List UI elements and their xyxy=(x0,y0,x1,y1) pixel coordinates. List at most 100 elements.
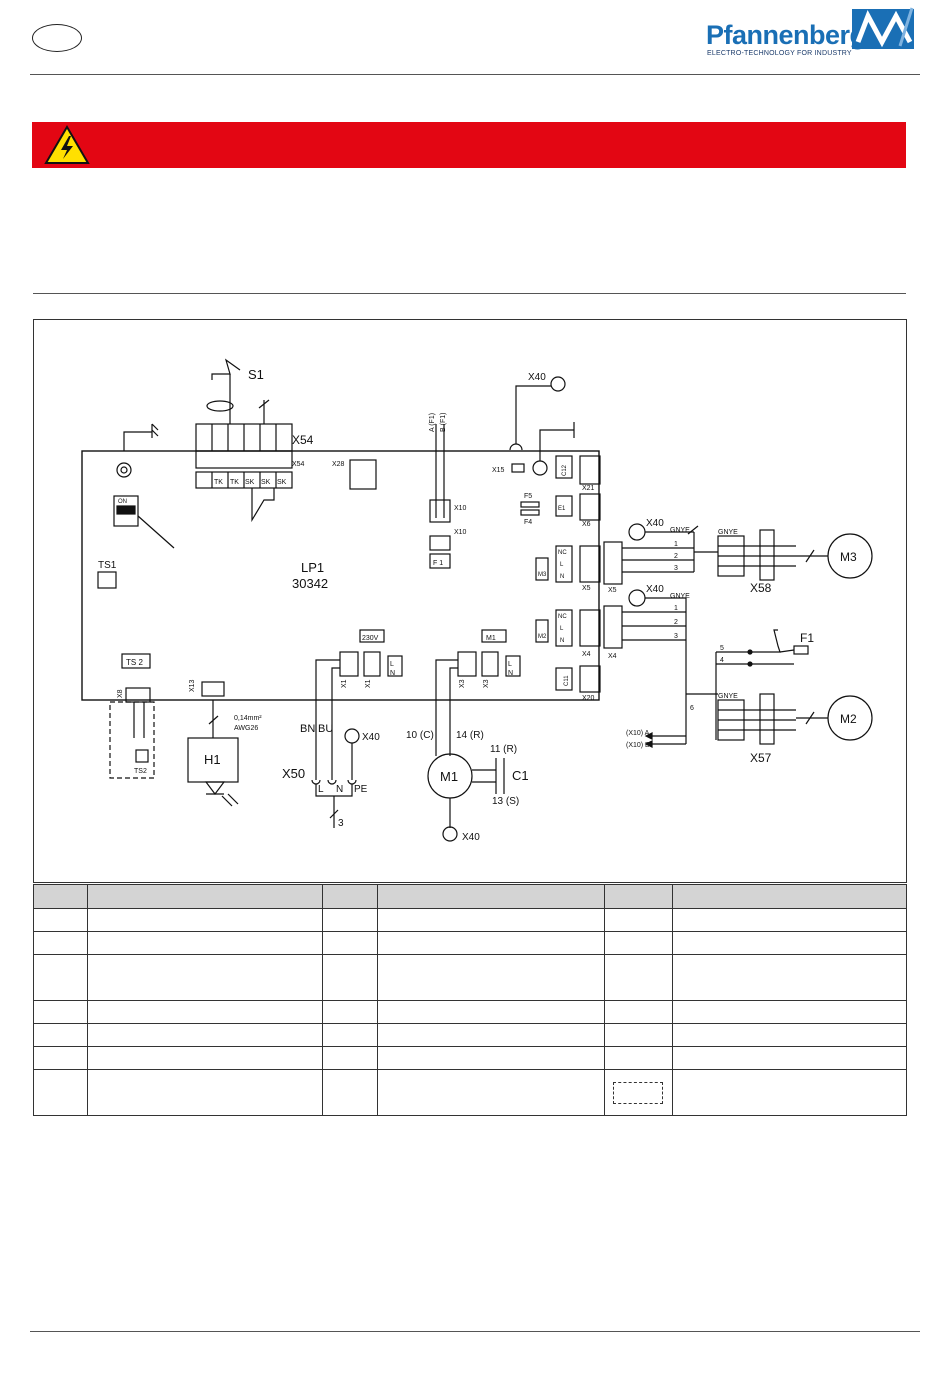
m1-box-label: M1 xyxy=(486,635,496,642)
f4-label: F4 xyxy=(524,519,532,526)
brand-tagline: ELECTRO-TECHNOLOGY FOR INDUSTRY xyxy=(707,50,852,57)
s1-label: S1 xyxy=(248,367,264,382)
tk-label-2: TK xyxy=(230,479,239,486)
table-row xyxy=(33,1069,907,1116)
x20-connector xyxy=(579,665,601,693)
x21-label: X21 xyxy=(582,485,595,492)
gnye-label-c: GNYE xyxy=(670,593,690,600)
x50-n-label: N xyxy=(336,784,343,795)
x5-l-label: L xyxy=(560,562,564,568)
gnye-label-a: GNYE xyxy=(670,527,690,534)
svg-text:2: 2 xyxy=(674,619,678,626)
legend-header-row xyxy=(33,884,907,909)
x40-label-mains: X40 xyxy=(362,732,380,743)
ts2-box xyxy=(121,653,151,669)
wiring-diagram: LP1 30342 S1 X54 X54 TK TK SK SK SK ON X… xyxy=(33,319,907,883)
brand-name: Pfannenberg xyxy=(706,20,866,50)
x40-label-top: X40 xyxy=(528,372,546,383)
x28-label: X28 xyxy=(332,461,345,468)
x50-l-label: L xyxy=(318,784,324,795)
sk-label-3: SK xyxy=(277,479,287,486)
x54-small-label: X54 xyxy=(292,461,305,468)
x3-n-label: N xyxy=(508,670,513,677)
x4-l-label: L xyxy=(560,626,564,632)
x57-label: X57 xyxy=(750,751,772,765)
f1-box-label: F 1 xyxy=(433,560,443,567)
m1-label: M1 xyxy=(440,769,458,784)
ts2-dashed-area xyxy=(109,701,155,779)
x21-connector xyxy=(579,455,601,485)
s1-switch xyxy=(206,358,241,424)
wiring-diagram-svg: LP1 30342 S1 X54 X54 TK TK SK SK SK ON X… xyxy=(81,358,873,843)
ts2-sensor xyxy=(135,749,149,763)
x5-connector-b xyxy=(603,541,623,585)
awg-label-a: 0,14mm² xyxy=(234,715,262,722)
x20-label: X20 xyxy=(582,695,595,702)
x3-label-a: X3 xyxy=(459,679,466,688)
x5-relay xyxy=(555,545,573,583)
dip-on-label: ON xyxy=(118,499,127,505)
logo-mark-icon xyxy=(852,7,914,49)
ts1-sensor xyxy=(97,571,117,589)
c11-box xyxy=(555,667,573,691)
230v-box xyxy=(359,629,385,643)
x1-n-label: N xyxy=(390,670,395,677)
thermo-contact xyxy=(251,488,275,523)
x13-connector xyxy=(201,681,225,697)
m3-small-box xyxy=(535,557,549,581)
sk-label-1: SK xyxy=(245,479,255,486)
mains-conductors-label: 3 xyxy=(338,818,344,829)
x58-connector xyxy=(717,529,796,581)
bu-label: BU xyxy=(318,723,333,735)
x10-label-a: X10 xyxy=(454,505,467,512)
x5-label-b: X5 xyxy=(608,587,617,594)
e1-label: E1 xyxy=(558,506,566,512)
table-row xyxy=(33,954,907,1001)
m3-motor xyxy=(827,533,873,579)
board-number: 30342 xyxy=(292,576,328,591)
h1-label: H1 xyxy=(204,752,221,767)
x10-label-b: X10 xyxy=(454,529,467,536)
x6-label: X6 xyxy=(582,521,591,528)
m1-c-label: 10 (C) xyxy=(406,730,434,741)
f1-fuse-box xyxy=(429,553,451,569)
ground-wire-left xyxy=(123,431,152,451)
c1-label: C1 xyxy=(512,768,529,783)
x40-ground-m1 xyxy=(442,826,458,842)
header-rule xyxy=(30,74,920,75)
x1-label-b: X1 xyxy=(365,679,372,688)
x40-ground-mains xyxy=(344,728,360,744)
svg-text:1: 1 xyxy=(674,541,678,548)
x6-connector xyxy=(579,493,601,521)
x10b-label: (X10) B xyxy=(626,742,650,749)
ts2-label: TS2 xyxy=(134,768,147,775)
230v-label: 230V xyxy=(362,635,379,642)
svg-text:6: 6 xyxy=(690,705,694,712)
section-rule xyxy=(33,293,906,294)
x10a-label: (X10) A xyxy=(626,730,650,737)
e1-box xyxy=(555,495,573,517)
warning-bar xyxy=(32,122,906,168)
x4-relay xyxy=(555,609,573,647)
ts1-label: TS1 xyxy=(98,560,117,571)
x40-label-m3: X40 xyxy=(646,518,664,529)
dashed-outline-symbol xyxy=(613,1081,664,1104)
x10-connector xyxy=(429,499,451,523)
x1-connector-b xyxy=(363,651,381,677)
f1-switch xyxy=(793,645,809,655)
bf1-label: B (F1) xyxy=(440,413,447,432)
x3-label-b: X3 xyxy=(483,679,490,688)
m3-small-label: M3 xyxy=(538,572,547,578)
table-row xyxy=(33,931,907,955)
x4-connector-a xyxy=(579,609,601,647)
x40-label-m1: X40 xyxy=(462,832,480,843)
svg-text:1: 1 xyxy=(674,605,678,612)
m2-label: M2 xyxy=(840,712,857,726)
x3-connector-a xyxy=(457,651,477,677)
x4-nc-label: NC xyxy=(558,614,567,620)
x54-label: X54 xyxy=(292,433,314,447)
x1-connector-a xyxy=(339,651,359,677)
f1-label: F1 xyxy=(800,631,814,645)
footer-rule xyxy=(30,1331,920,1332)
f5-label: F5 xyxy=(524,493,532,500)
